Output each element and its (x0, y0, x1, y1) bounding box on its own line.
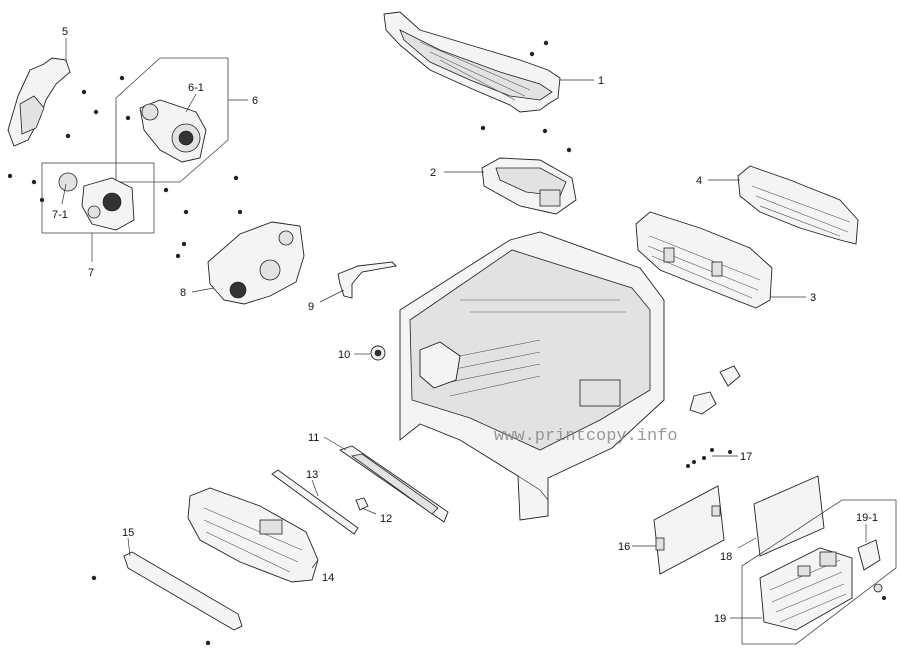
callout-15: 15 (122, 527, 134, 539)
part-11-transfer-holder (339, 445, 449, 523)
screws-part-1 (480, 40, 572, 153)
part-9-lever (337, 261, 397, 299)
callout-5: 5 (62, 26, 68, 38)
part-19-1-bracket (857, 539, 886, 600)
part-2-laser-unit (481, 157, 577, 215)
part-19-smps (759, 547, 853, 631)
callout-17: 17 (740, 451, 752, 463)
callout-11: 11 (308, 432, 319, 444)
small-parts-right (686, 365, 741, 468)
part-7-gear-bracket (58, 172, 135, 231)
part-5-bracket (7, 57, 71, 147)
group-box-19 (741, 499, 897, 645)
part-1-top-frame (383, 11, 561, 113)
callout-1: 1 (598, 75, 604, 87)
callout-7: 7 (88, 267, 94, 279)
leader-lines (61, 38, 867, 619)
callout-3: 3 (810, 292, 816, 304)
callout-7-1: 7-1 (52, 209, 68, 221)
callout-8: 8 (180, 287, 186, 299)
callout-9: 9 (308, 301, 314, 313)
callout-labels: 1 2 3 4 5 6 6-1 7 7-1 8 9 10 11 12 13 14… (52, 26, 878, 625)
part-14-feed-unit (187, 487, 319, 583)
part-12-pin (355, 497, 369, 511)
part-18-board (753, 475, 825, 557)
part-13-roller (271, 469, 359, 535)
callout-6-1: 6-1 (188, 82, 204, 94)
callout-4: 4 (696, 175, 702, 187)
callout-19: 19 (714, 613, 726, 625)
callout-16: 16 (618, 541, 630, 553)
part-16-board (653, 485, 725, 575)
part-4-exit-frame (737, 165, 859, 245)
watermark-text: www.printcopy.info (494, 427, 678, 446)
main-printer-frame (399, 231, 665, 521)
part-8-main-drive (207, 221, 305, 305)
screws-lower (91, 575, 211, 646)
callout-2: 2 (430, 167, 436, 179)
callout-19-1: 19-1 (856, 512, 878, 524)
callout-6: 6 (252, 95, 258, 107)
callout-14: 14 (322, 572, 334, 584)
part-15-guide (123, 551, 243, 631)
callout-10: 10 (338, 349, 350, 361)
callout-18: 18 (720, 551, 732, 563)
callout-13: 13 (306, 469, 318, 481)
part-6-motor-bracket (139, 99, 207, 163)
callout-12: 12 (380, 513, 392, 525)
part-10-gear (370, 345, 386, 361)
part-3-fuser-unit (635, 211, 773, 309)
screws-part-7 (7, 173, 243, 259)
screws-part-6 (65, 75, 131, 139)
